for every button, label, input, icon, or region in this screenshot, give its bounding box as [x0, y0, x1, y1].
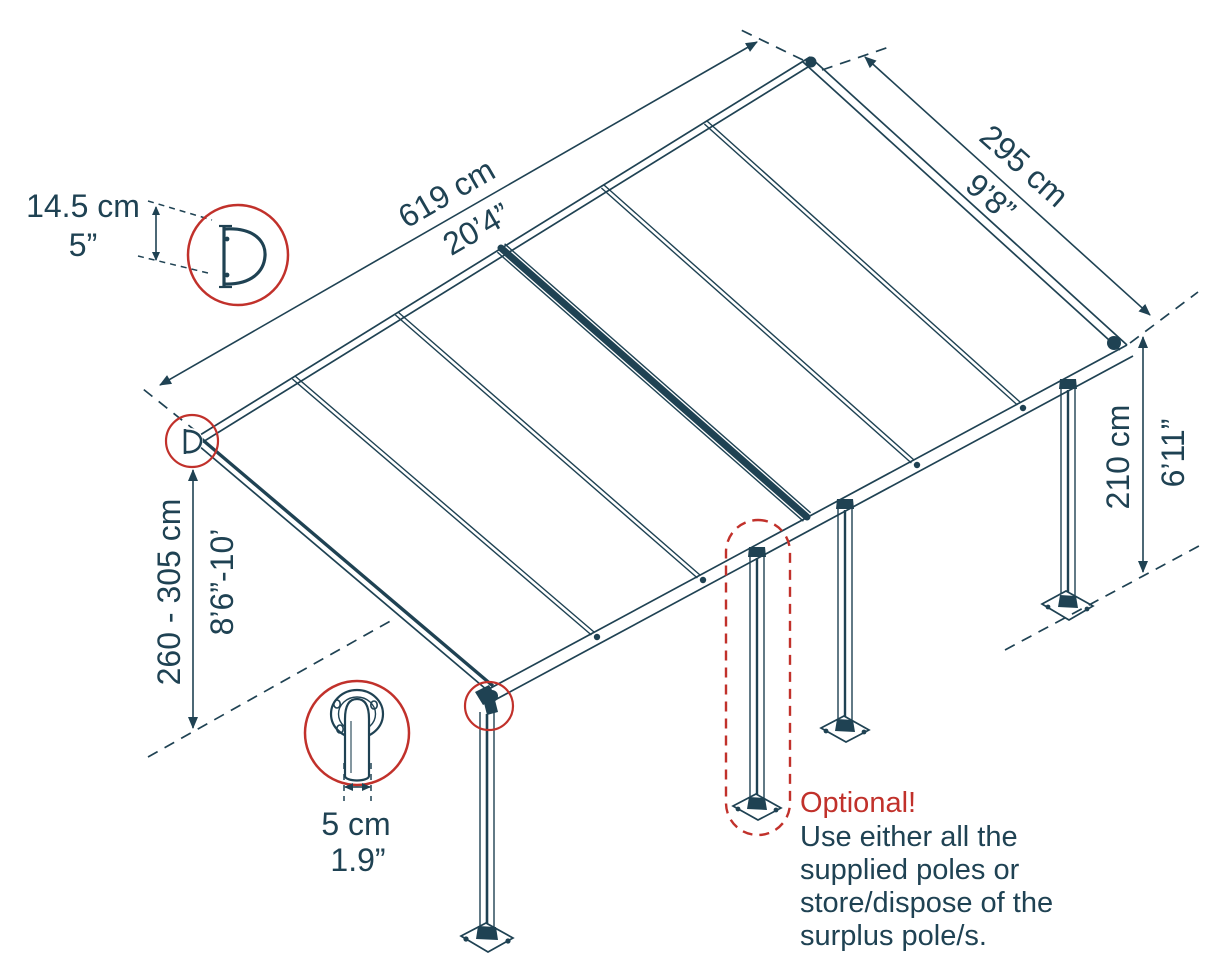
posts	[459, 379, 1095, 953]
ground-line-left	[147, 618, 395, 758]
post-optional	[731, 547, 783, 821]
bracket-callout-circle	[463, 680, 515, 732]
dim-pole-diameter-metric: 5 cm	[321, 806, 390, 842]
note-line-1: Use either all the	[800, 821, 1018, 853]
gutter-end-callout-circle	[164, 413, 220, 469]
dimension-front-height: 210 cm 6’11”	[1100, 336, 1191, 573]
dim-rear-height-imperial: 8’6”-10’	[204, 529, 240, 636]
dim-rear-height-metric: 260 - 305 cm	[151, 499, 187, 686]
dim-pole-diameter-imperial: 1.9”	[330, 842, 385, 878]
note-line-4: surplus pole/s.	[800, 920, 987, 952]
post-right	[1040, 379, 1095, 621]
note-line-2: supplied poles or	[800, 854, 1020, 886]
note-title: Optional!	[800, 787, 916, 819]
gutter-profile-icon	[219, 224, 267, 289]
dim-front-height-imperial: 6’11”	[1155, 419, 1191, 488]
detail-pole-section: 5 cm 1.9”	[303, 679, 411, 878]
gutter-end-highlight	[164, 413, 220, 469]
ground-line-right	[1004, 545, 1200, 651]
dim-gutter-profile-imperial: 5”	[69, 227, 97, 263]
gutter-profile-callout-circle	[186, 203, 290, 307]
dim-front-height-metric: 210 cm	[1100, 405, 1136, 510]
dimension-rear-height: 260 - 305 cm 8’6”-10’	[151, 469, 240, 729]
note-optional: Optional! Use either all the supplied po…	[800, 787, 1053, 952]
post-front-bracket	[475, 685, 497, 705]
dim-gutter-profile-metric: 14.5 cm	[26, 188, 140, 224]
post-front	[459, 685, 515, 953]
note-line-3: store/dispose of the	[800, 887, 1053, 919]
roof-left-profile	[191, 434, 495, 691]
gutter-end-cap	[1107, 336, 1121, 350]
post-middle	[819, 499, 871, 743]
detail-gutter-profile: 14.5 cm 5”	[26, 188, 290, 307]
optional-post-highlight	[724, 518, 792, 837]
reference-lines	[137, 29, 1200, 758]
pole-section-icon	[329, 688, 385, 782]
